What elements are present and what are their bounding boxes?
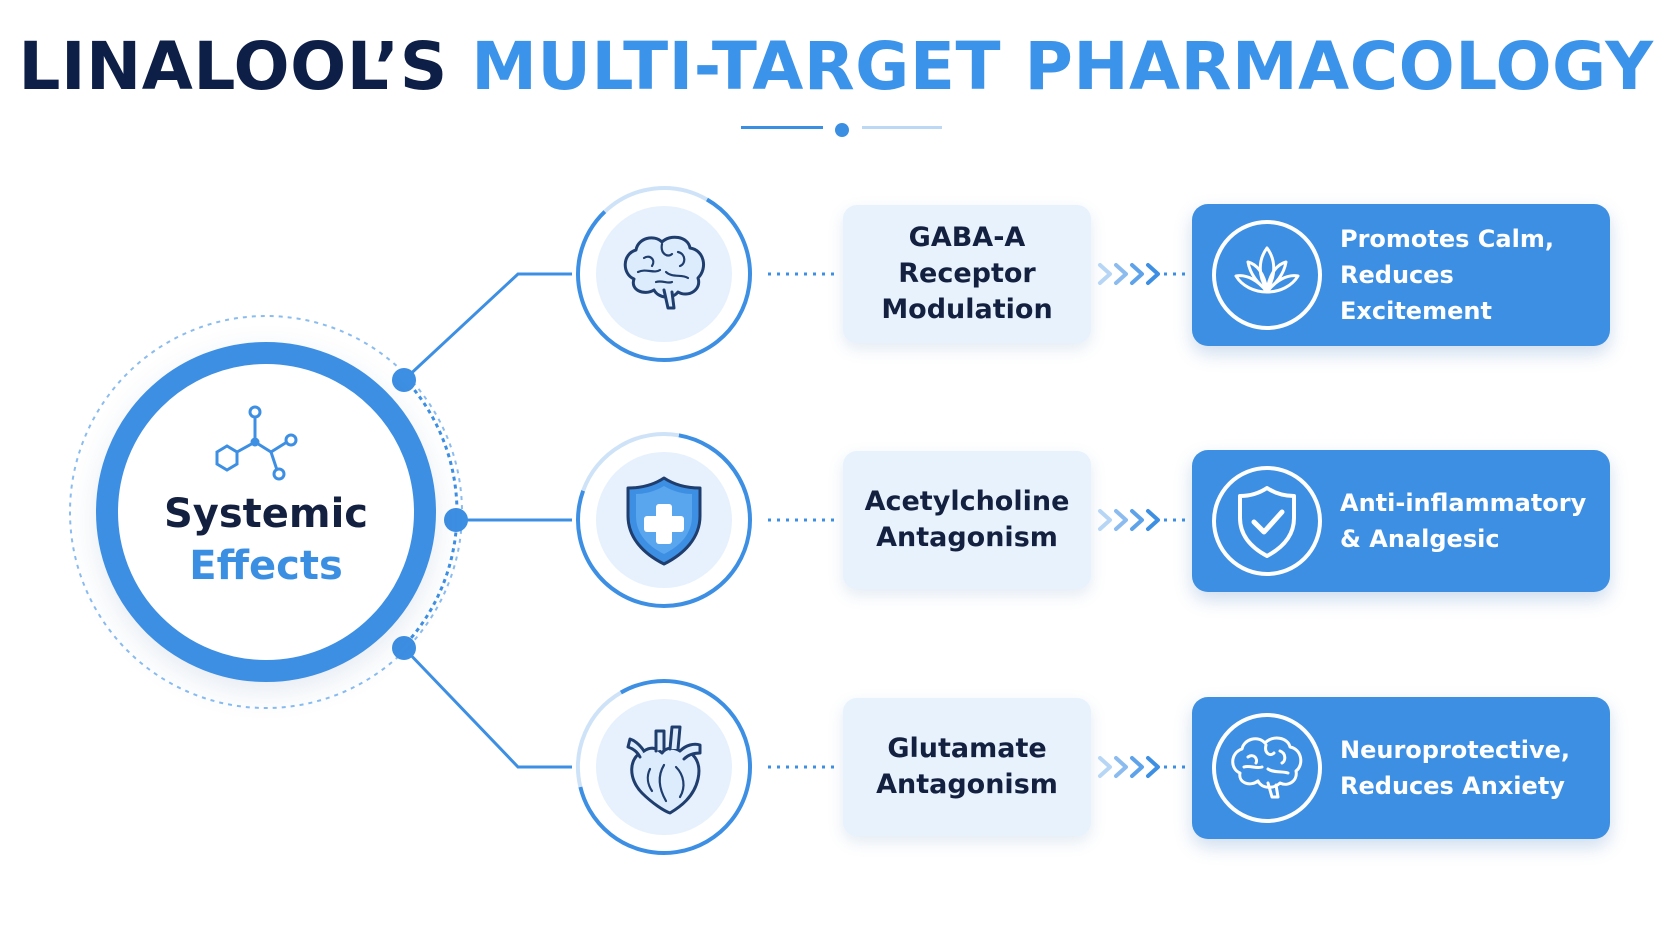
shield-check-icon xyxy=(1212,466,1322,576)
mechanism-label: Acetylcholine Antagonism xyxy=(864,486,1070,553)
title-divider-right xyxy=(862,126,942,129)
branch-line-top xyxy=(402,272,572,382)
heart-icon xyxy=(626,725,702,815)
icon-node-gaba xyxy=(574,184,754,364)
effect-box-calm: Promotes Calm, Reduces Excitement xyxy=(1192,204,1610,346)
mechanism-box-gaba: GABA-A Receptor Modulation xyxy=(843,205,1091,343)
effect-box-anti-inflammatory: Anti-inflammatory & Analgesic xyxy=(1192,450,1610,592)
chevron-arrow-icon xyxy=(1098,263,1160,285)
shield-plus-icon xyxy=(626,476,702,566)
page-title: LINALOOL’S MULTI-TARGET PHARMACOLOGY xyxy=(0,28,1672,105)
branch-node-middle xyxy=(444,508,468,532)
branch-node-top xyxy=(392,368,416,392)
mechanism-label: Glutamate Antagonism xyxy=(876,733,1058,800)
mechanism-box-acetylcholine: Acetylcholine Antagonism xyxy=(843,451,1091,589)
effect-label: Promotes Calm, Reduces Excitement xyxy=(1340,225,1554,325)
chevron-arrow-icon xyxy=(1098,509,1160,531)
title-divider-dot xyxy=(835,123,849,137)
brain-icon xyxy=(1212,713,1322,823)
chevron-arrow-icon xyxy=(1098,756,1160,778)
mechanism-label: GABA-A Receptor Modulation xyxy=(881,222,1053,325)
icon-node-glutamate xyxy=(574,677,754,857)
icon-node-acetylcholine xyxy=(574,430,754,610)
effect-label: Neuroprotective, Reduces Anxiety xyxy=(1340,736,1570,800)
effect-box-neuroprotective: Neuroprotective, Reduces Anxiety xyxy=(1192,697,1610,839)
center-label-line2: Effects xyxy=(189,543,343,589)
title-divider-left xyxy=(741,126,823,129)
title-dark-part: LINALOOL’S xyxy=(18,28,448,105)
effect-label: Anti-inflammatory & Analgesic xyxy=(1340,489,1587,553)
brain-icon xyxy=(623,235,706,310)
lotus-icon xyxy=(1212,220,1322,330)
molecule-icon xyxy=(215,405,298,481)
branch-line-bottom xyxy=(402,646,572,769)
branch-node-bottom xyxy=(392,636,416,660)
mechanism-box-glutamate: Glutamate Antagonism xyxy=(843,698,1091,836)
center-label: Systemic Effects xyxy=(116,488,416,592)
title-blue-part: MULTI-TARGET PHARMACOLOGY xyxy=(471,28,1654,105)
center-label-line1: Systemic xyxy=(163,491,369,537)
